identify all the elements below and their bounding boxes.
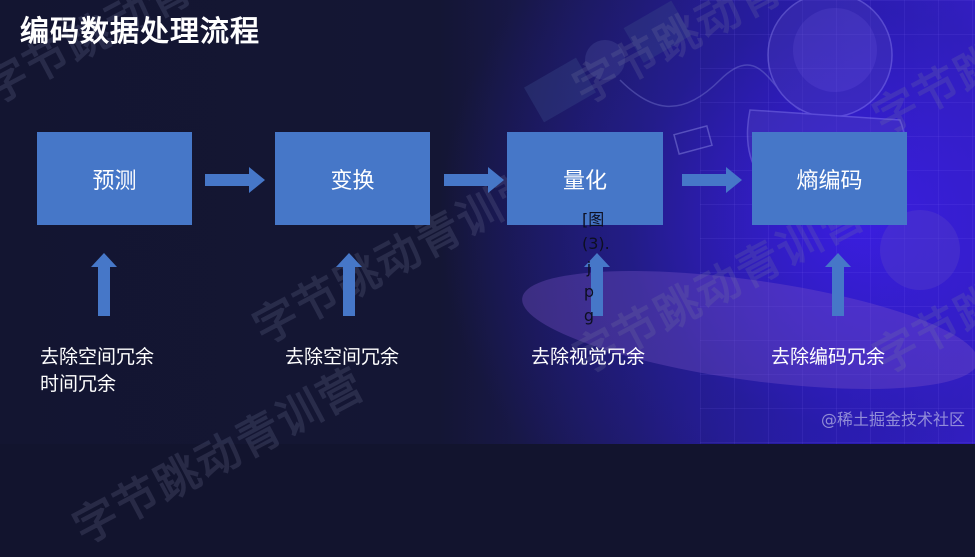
step-label: 熵编码: [796, 168, 863, 194]
step-quantize-box: 量化: [507, 132, 663, 225]
step-predict-box: 预测: [37, 132, 192, 225]
step-note: 去除空间冗余: [285, 346, 400, 368]
up-arrow-icon: [584, 253, 610, 316]
step-transform-box: 变换: [275, 132, 430, 225]
step-note: 去除视觉冗余: [531, 346, 646, 368]
step-note: 去除编码冗余: [771, 346, 886, 368]
step-label: 预测: [92, 168, 137, 194]
up-arrow-icon: [825, 253, 851, 316]
step-note: 去除空间冗余 时间冗余: [40, 346, 155, 395]
up-arrow-icon: [91, 253, 117, 316]
right-arrow-icon: [682, 167, 742, 193]
right-arrow-icon: [444, 167, 504, 193]
slide-title: 编码数据处理流程: [20, 14, 261, 48]
right-arrow-icon: [205, 167, 265, 193]
step-label: 变换: [330, 168, 375, 194]
step-entropy-coding-box: 熵编码: [752, 132, 907, 225]
up-arrow-icon: [336, 253, 362, 316]
source-credit: @稀土掘金技术社区: [820, 410, 965, 429]
broken-image-alt-text: [图(3).jpg: [582, 210, 610, 325]
step-label: 量化: [562, 168, 607, 194]
